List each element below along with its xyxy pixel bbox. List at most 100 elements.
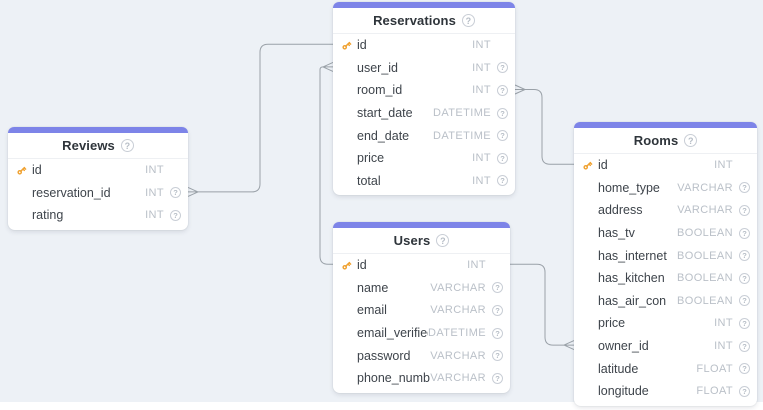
- field-row-rooms-has_tv[interactable]: has_tv BOOLEAN ?: [574, 222, 757, 245]
- db-table-reservations[interactable]: Reservations ? id INT ?: [333, 2, 515, 196]
- field-nullable-icon[interactable]: ?: [497, 130, 508, 142]
- field-nullable-icon[interactable]: ?: [739, 317, 750, 329]
- primary-key-icon: [582, 318, 595, 329]
- field-nullable-icon[interactable]: ?: [497, 175, 508, 187]
- table-header[interactable]: Rooms ?: [574, 128, 757, 154]
- table-accent-bar: [8, 127, 188, 133]
- relationship-line-users-id-to-rooms-owner_id[interactable]: [510, 263, 575, 351]
- table-header[interactable]: Reviews ?: [8, 133, 188, 159]
- field-nullable-icon[interactable]: ?: [739, 250, 750, 262]
- relationship-line-reservations-user_id-to-users-id[interactable]: [319, 61, 334, 265]
- db-table-rooms[interactable]: Rooms ? id INT ?: [574, 122, 757, 406]
- field-row-users-email_verified_[interactable]: email_verified_ DATETIME ?: [333, 322, 510, 345]
- field-nullable-icon[interactable]: ?: [492, 304, 503, 316]
- table-field-list: id INT ? reservation_id INT ?: [8, 159, 188, 230]
- relationship-line-reservations-room_id-to-rooms-id[interactable]: [514, 84, 574, 165]
- table-header[interactable]: Users ?: [333, 228, 510, 254]
- field-nullable-icon[interactable]: ?: [739, 182, 750, 194]
- primary-key-icon: [341, 40, 354, 51]
- field-type: INT: [145, 186, 164, 199]
- relationship-path[interactable]: [198, 43, 333, 193]
- table-accent-bar: [333, 2, 515, 8]
- field-name: start_date: [357, 106, 413, 121]
- db-table-users[interactable]: Users ? id INT ?: [333, 222, 510, 393]
- field-nullable-icon[interactable]: ?: [739, 385, 750, 397]
- field-row-rooms-latitude[interactable]: latitude FLOAT ?: [574, 357, 757, 380]
- field-row-rooms-has_air_con[interactable]: has_air_con BOOLEAN ?: [574, 290, 757, 313]
- table-help-icon[interactable]: ?: [461, 14, 475, 27]
- field-type: INT: [145, 209, 164, 222]
- field-row-users-password[interactable]: password VARCHAR ?: [333, 344, 510, 367]
- field-nullable-icon[interactable]: ?: [739, 340, 750, 352]
- field-row-reservations-id[interactable]: id INT ?: [333, 34, 515, 57]
- primary-key-icon: [582, 182, 595, 193]
- field-name: has_air_con: [598, 293, 667, 308]
- field-nullable-icon[interactable]: ?: [739, 295, 750, 307]
- field-nullable-icon[interactable]: ?: [492, 372, 503, 384]
- field-row-reservations-price[interactable]: price INT ?: [333, 147, 515, 170]
- table-title: Rooms: [633, 133, 679, 148]
- primary-key-icon: [341, 153, 354, 164]
- field-nullable-icon[interactable]: ?: [492, 282, 503, 294]
- field-row-users-name[interactable]: name VARCHAR ?: [333, 277, 510, 300]
- field-row-rooms-id[interactable]: id INT ?: [574, 154, 757, 177]
- field-nullable-icon[interactable]: ?: [739, 204, 750, 216]
- field-row-users-phone_numbe[interactable]: phone_numbe VARCHAR ?: [333, 367, 510, 390]
- field-row-users-email[interactable]: email VARCHAR ?: [333, 299, 510, 322]
- field-nullable-icon[interactable]: ?: [170, 187, 181, 199]
- field-nullable-icon[interactable]: ?: [170, 209, 181, 221]
- field-nullable-icon[interactable]: ?: [739, 363, 750, 375]
- field-nullable-icon[interactable]: ?: [497, 62, 508, 74]
- relationship-path[interactable]: [510, 263, 564, 346]
- field-row-reviews-id[interactable]: id INT ?: [8, 159, 188, 182]
- table-accent-bar: [574, 122, 757, 128]
- field-nullable-icon[interactable]: ?: [497, 84, 508, 96]
- relationship-path[interactable]: [319, 66, 333, 265]
- field-row-rooms-longitude[interactable]: longitude FLOAT ?: [574, 380, 757, 403]
- field-nullable-icon[interactable]: ?: [497, 152, 508, 164]
- field-type: VARCHAR: [430, 304, 486, 317]
- field-row-reservations-room_id[interactable]: room_id INT ?: [333, 79, 515, 102]
- field-row-reviews-rating[interactable]: rating INT ?: [8, 204, 188, 227]
- field-type: VARCHAR: [430, 372, 486, 385]
- field-row-reservations-user_id[interactable]: user_id INT ?: [333, 57, 515, 80]
- field-nullable-icon[interactable]: ?: [492, 327, 503, 339]
- table-help-icon[interactable]: ?: [684, 134, 698, 147]
- canvas-bottom-edge: [0, 402, 763, 410]
- table-help-icon[interactable]: ?: [120, 139, 134, 152]
- table-field-list: id INT ? name VARCHAR ?: [333, 254, 510, 393]
- field-row-reviews-reservation_id[interactable]: reservation_id INT ?: [8, 182, 188, 205]
- field-name: password: [357, 348, 411, 363]
- relationship-path[interactable]: [525, 89, 574, 165]
- primary-key-icon: [582, 295, 595, 306]
- primary-key-icon: [341, 108, 354, 119]
- field-type: VARCHAR: [430, 349, 486, 362]
- field-row-reservations-start_date[interactable]: start_date DATETIME ?: [333, 102, 515, 125]
- field-nullable-icon[interactable]: ?: [497, 107, 508, 119]
- field-row-reservations-end_date[interactable]: end_date DATETIME ?: [333, 124, 515, 147]
- field-row-rooms-price[interactable]: price INT ?: [574, 312, 757, 335]
- primary-key-icon: [341, 282, 354, 293]
- field-row-rooms-has_internet[interactable]: has_internet BOOLEAN ?: [574, 244, 757, 267]
- field-row-rooms-has_kitchen[interactable]: has_kitchen BOOLEAN ?: [574, 267, 757, 290]
- db-table-reviews[interactable]: Reviews ? id INT ?: [8, 127, 188, 230]
- field-row-reservations-total[interactable]: total INT ?: [333, 170, 515, 193]
- field-nullable-icon[interactable]: ?: [739, 272, 750, 284]
- field-type: DATETIME: [428, 327, 486, 340]
- primary-key-icon: [341, 260, 354, 271]
- field-row-rooms-address[interactable]: address VARCHAR ?: [574, 199, 757, 222]
- field-row-rooms-owner_id[interactable]: owner_id INT ?: [574, 335, 757, 358]
- field-row-rooms-home_type[interactable]: home_type VARCHAR ?: [574, 177, 757, 200]
- field-nullable-icon[interactable]: ?: [492, 350, 503, 362]
- table-field-list: id INT ? user_id INT ?: [333, 34, 515, 195]
- field-row-users-id[interactable]: id INT ?: [333, 254, 510, 277]
- primary-key-icon: [16, 165, 29, 176]
- field-name: email_verified_: [357, 326, 428, 341]
- table-header[interactable]: Reservations ?: [333, 8, 515, 34]
- field-nullable-icon[interactable]: ?: [739, 227, 750, 239]
- primary-key-icon: [341, 175, 354, 186]
- table-help-icon[interactable]: ?: [436, 234, 450, 247]
- relationship-line-reviews-reservation_id-to-reservations-id[interactable]: [187, 43, 333, 197]
- field-type: VARCHAR: [677, 204, 733, 217]
